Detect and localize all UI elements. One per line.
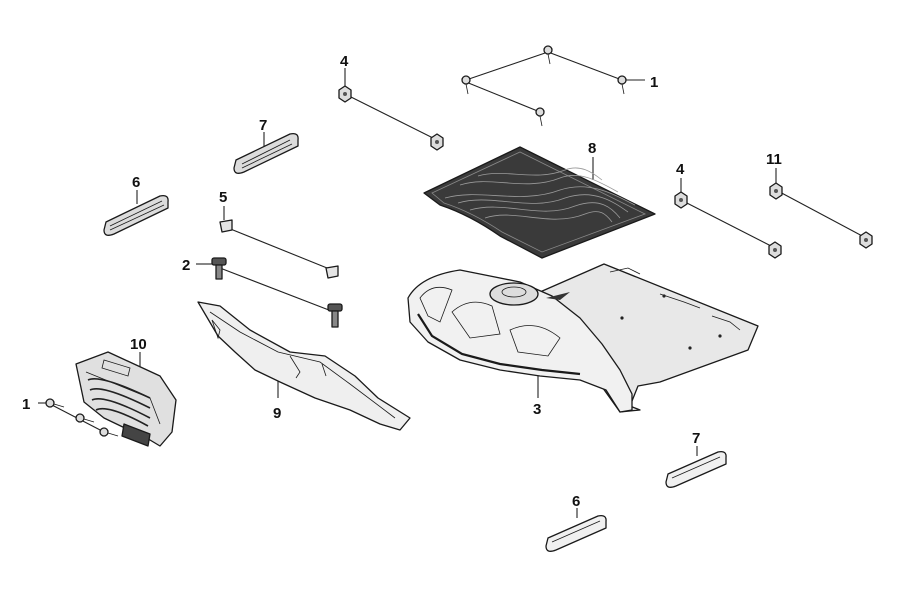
callout-4-top: 4 xyxy=(340,53,349,70)
callout-10: 10 xyxy=(130,336,147,353)
part-4-nut-pair-top: 4 xyxy=(338,53,444,151)
callout-2: 2 xyxy=(182,257,190,274)
part-11-nut-pair: 11 xyxy=(766,151,873,249)
nut-icon xyxy=(768,241,782,259)
part-1-screw-set-left: 1 xyxy=(22,396,119,437)
part-3-floor-pan: 3 xyxy=(407,263,759,418)
nut-icon xyxy=(859,231,873,249)
screw-icon xyxy=(75,413,95,423)
part-4-nut-pair-right: 4 xyxy=(674,161,782,259)
screw-icon xyxy=(45,398,65,408)
bolt-icon xyxy=(211,257,227,280)
screw-icon xyxy=(617,75,627,95)
part-5-clip-pair: 5 xyxy=(219,189,339,279)
part-6-trim-strip-bottom: 6 xyxy=(545,493,607,552)
screw-icon xyxy=(99,427,119,437)
screw-icon xyxy=(461,75,471,95)
callout-6-bottom: 6 xyxy=(572,493,580,510)
part-8-floor-mat: 8 xyxy=(423,140,656,259)
part-10-front-grille: 10 xyxy=(75,336,177,447)
screw-icon xyxy=(535,107,545,127)
nut-icon xyxy=(430,133,444,151)
callout-4-right: 4 xyxy=(676,161,685,178)
part-2-bolt-pair: 2 xyxy=(182,257,343,328)
callout-5: 5 xyxy=(219,189,227,206)
callout-1-left: 1 xyxy=(22,396,30,413)
part-1-screw-set-top: 1 xyxy=(461,45,658,127)
callout-6-left: 6 xyxy=(132,174,140,191)
part-9-center-shroud: 9 xyxy=(197,301,411,431)
callout-11: 11 xyxy=(766,151,782,168)
part-6-trim-strip-left: 6 xyxy=(103,174,169,236)
callout-7-right: 7 xyxy=(692,430,700,447)
callout-9: 9 xyxy=(273,405,281,422)
part-7-trim-strip-top: 7 xyxy=(233,117,299,174)
callout-1-top: 1 xyxy=(650,74,658,91)
callout-8: 8 xyxy=(588,140,596,157)
callout-3: 3 xyxy=(533,401,541,418)
part-7-trim-strip-right: 7 xyxy=(665,430,727,488)
screw-icon xyxy=(543,45,553,65)
bolt-icon xyxy=(327,303,343,328)
nut-icon xyxy=(338,85,352,103)
nut-icon xyxy=(769,182,783,200)
callout-7-top: 7 xyxy=(259,117,267,134)
nut-icon xyxy=(674,191,688,209)
